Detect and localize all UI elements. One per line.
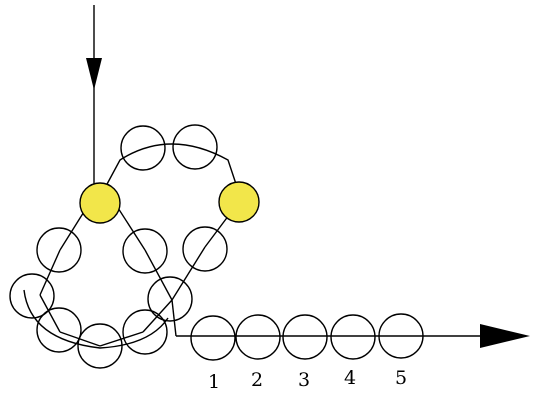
thread-segment-5 [39, 294, 61, 333]
bead-group [9, 124, 424, 369]
bead-10 [36, 307, 82, 353]
bead-label-3: 3 [298, 369, 310, 391]
bead-9 [147, 276, 193, 322]
bead-8 [9, 273, 55, 319]
thread-segment-9 [171, 246, 206, 301]
bead-16 [330, 314, 376, 360]
bead-label-2: 2 [251, 369, 263, 391]
highlighted-bead-3 [79, 182, 121, 224]
bead-label-1: 1 [208, 371, 220, 393]
bead-15 [282, 314, 328, 360]
bead-label-4: 4 [344, 367, 356, 389]
thread-bottom-swoop [23, 289, 169, 349]
thread-segment-4 [39, 249, 61, 296]
thread-top-arc [105, 143, 239, 191]
arrow-group [86, 58, 530, 348]
bead-7 [182, 226, 228, 272]
bead-label-5: 5 [395, 367, 407, 389]
thread-segment-13 [144, 249, 173, 301]
bead-11 [77, 323, 123, 369]
bead-2 [172, 124, 218, 170]
thread-segment-14 [171, 299, 177, 337]
bead-label-group: 1 2 3 4 5 [208, 367, 407, 393]
bead-17 [378, 313, 424, 359]
arrow-right-icon [480, 324, 530, 348]
bead-13 [190, 315, 236, 361]
highlighted-bead-4 [218, 181, 260, 223]
arrow-down-icon [86, 58, 102, 90]
thread-segment-8 [142, 299, 173, 333]
thread-segment-6 [59, 331, 101, 347]
bead-14 [235, 314, 281, 360]
bead-6 [122, 228, 168, 274]
bead-12 [122, 309, 168, 355]
bead-5 [36, 227, 82, 273]
thread-path [23, 5, 487, 349]
bead-1 [120, 125, 166, 171]
